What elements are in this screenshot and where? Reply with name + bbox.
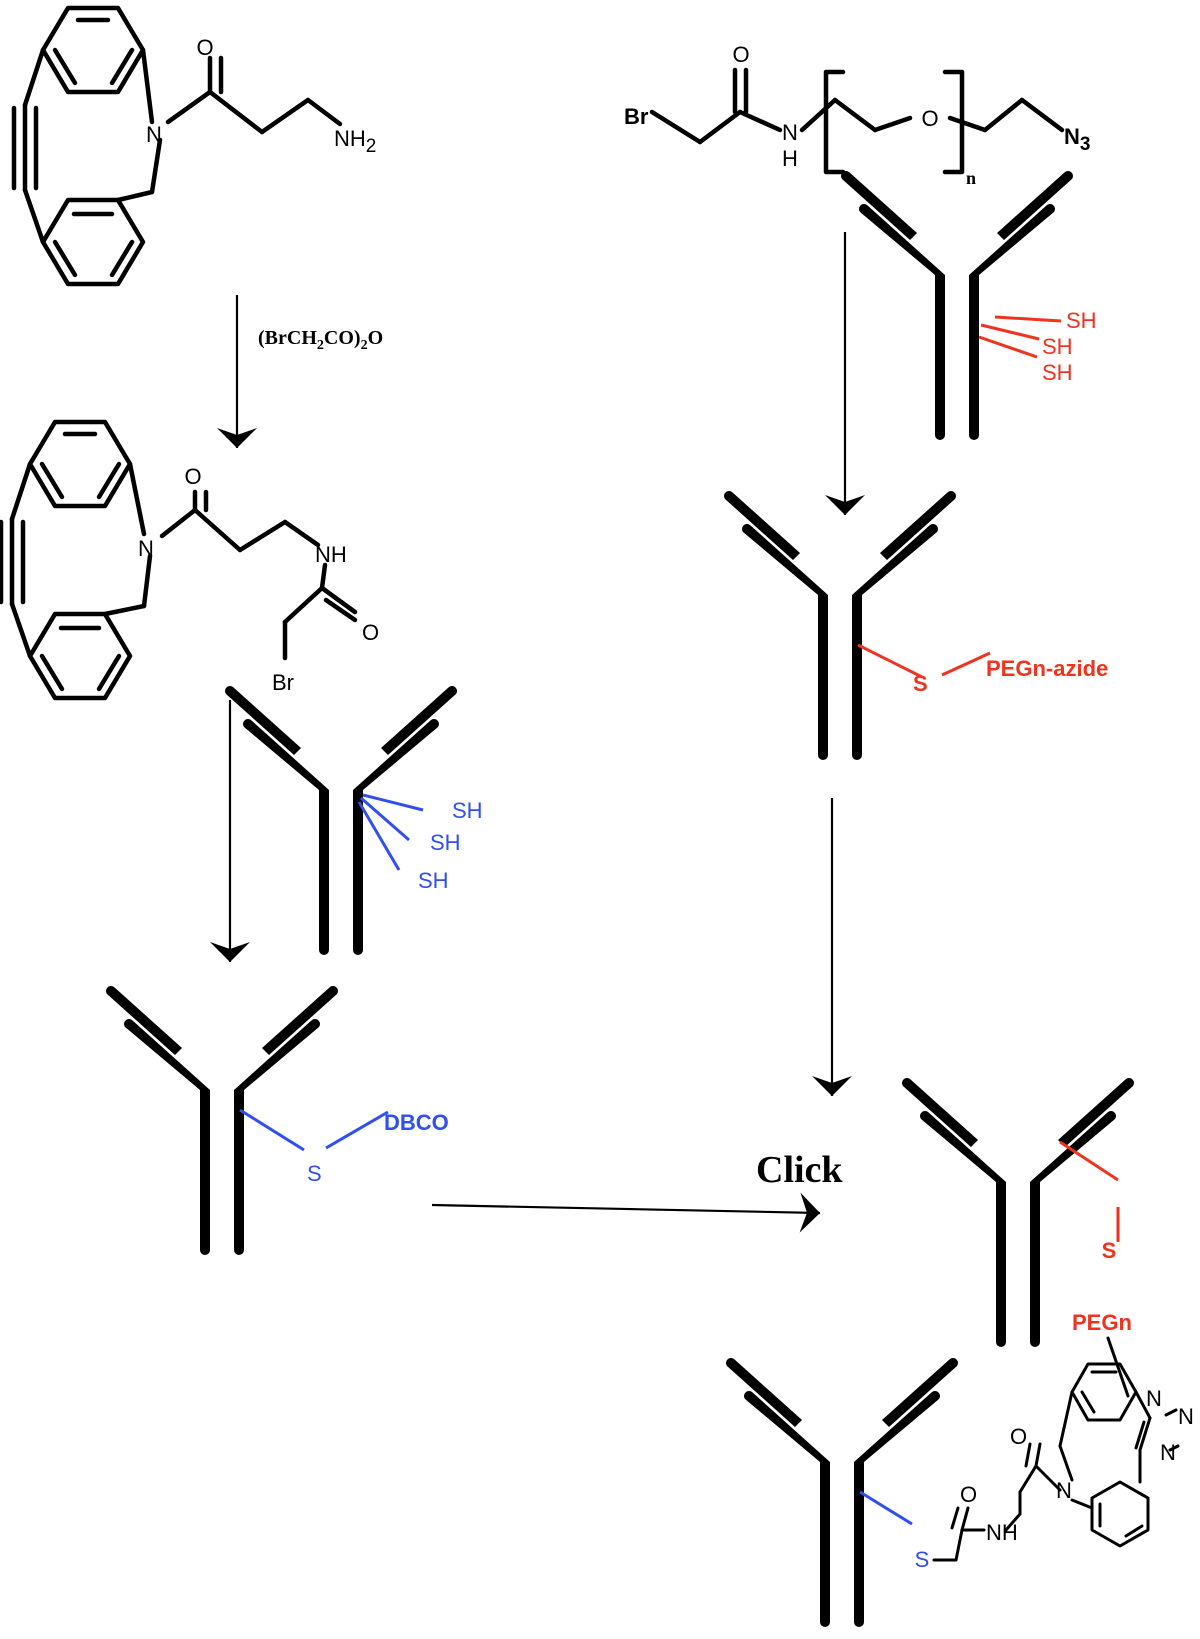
dbco-tag: DBCO — [384, 1110, 449, 1135]
amide-o-label: O — [960, 1482, 977, 1507]
reduced-antibody-red — [841, 170, 1073, 440]
product-sulfur-label: S — [915, 1547, 930, 1572]
triazole-n-label: N — [1146, 1386, 1162, 1411]
thiol-label: SH — [1042, 360, 1073, 385]
thiol-label: SH — [418, 868, 449, 893]
carbonyl-o-label: O — [196, 35, 213, 60]
carbonyl-o-label: O — [732, 42, 749, 67]
thiol-label: SH — [452, 798, 483, 823]
peg-azide-tag: PEGn-azide — [986, 656, 1108, 681]
thiol-label: SH — [430, 830, 461, 855]
amide-nh-label: NH — [315, 542, 347, 567]
product-sulfur-label: S — [1102, 1238, 1117, 1263]
reduced-antibody-blue — [225, 686, 457, 955]
ring-n-label: N — [138, 536, 154, 561]
amide-o-label: O — [362, 620, 379, 645]
amide-n-label: N — [782, 120, 798, 145]
amide-nh-label: NH — [986, 1520, 1018, 1545]
bromoacetamido-peg-azide-structure: Br O N H O n N3 — [624, 42, 1090, 188]
triazole-linker-structure: N N N N O O NH — [932, 1336, 1194, 1562]
step1-conditions: (BrCH2CO)2O — [258, 327, 383, 353]
bromo-label: Br — [272, 670, 294, 695]
dbco-amine-structure: O N NH2 — [11, 5, 376, 287]
sulfur-label: S — [913, 671, 928, 696]
azide-label: N3 — [1064, 124, 1090, 155]
reaction-arrow-click — [431, 1192, 821, 1233]
carbonyl-o-label: O — [184, 464, 201, 489]
product-antibody-red — [902, 1078, 1134, 1347]
product-peg-label: PEGn — [1072, 1310, 1132, 1335]
triazole-n-label: N — [1160, 1440, 1176, 1465]
ring-n-label: N — [1056, 1478, 1072, 1503]
dbco-antibody-blue — [105, 986, 389, 1255]
ether-o-label: O — [921, 106, 938, 131]
dbco-bromoacetamide-structure: O N NH O Br — [0, 419, 379, 701]
peg-azide-antibody-red — [724, 491, 991, 760]
sulfur-label: S — [307, 1161, 322, 1186]
amine-label: NH2 — [334, 126, 376, 157]
amide-h-label: H — [782, 146, 798, 171]
product-antibody-blue — [726, 1358, 958, 1627]
thiol-label: SH — [1042, 334, 1073, 359]
bromo-label: Br — [624, 104, 649, 129]
ring-o-label: O — [1010, 1424, 1027, 1449]
thiol-label: SH — [1066, 308, 1097, 333]
ring-n-label: N — [146, 122, 162, 147]
click-label: Click — [756, 1149, 843, 1191]
repeat-n-label: n — [966, 168, 976, 188]
triazole-n-label: N — [1178, 1404, 1194, 1429]
